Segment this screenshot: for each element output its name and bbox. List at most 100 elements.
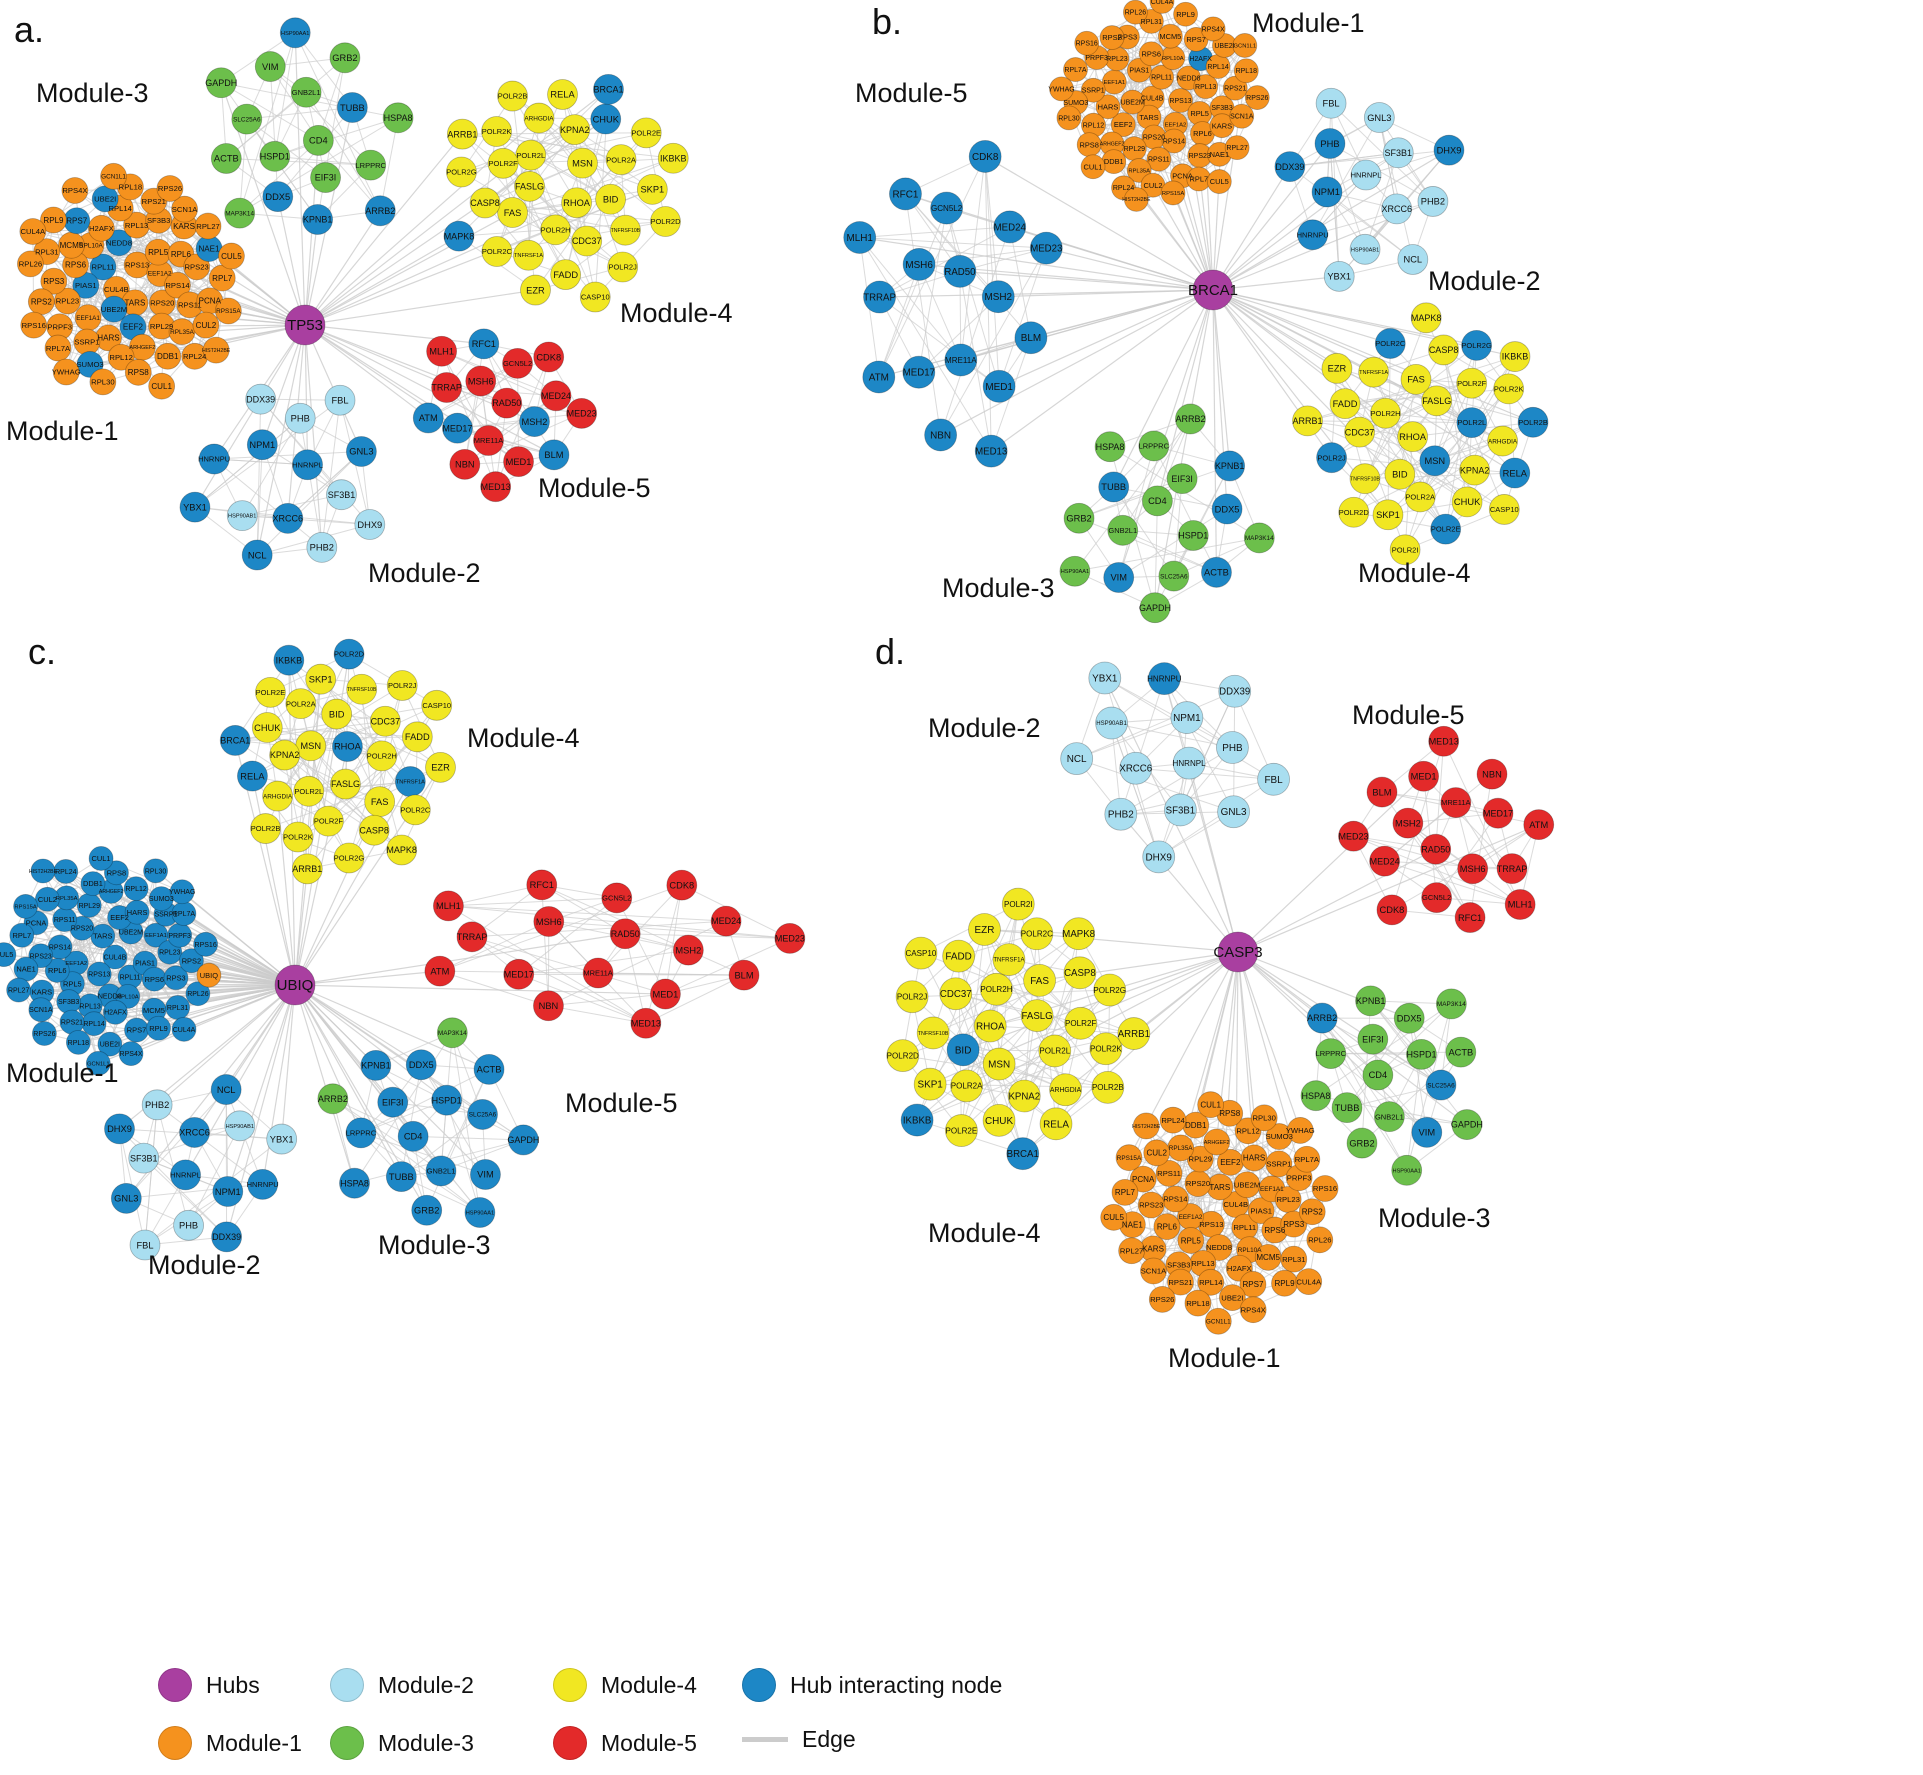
edge (1234, 691, 1275, 780)
module-label-module-2: Module-2 (1428, 266, 1541, 296)
node-label: RPS2 (1302, 1208, 1324, 1217)
hub-edge (294, 933, 626, 986)
node-sf3b1 (1382, 137, 1414, 169)
node-label: RPS8 (128, 368, 150, 377)
node-cdk8 (533, 341, 565, 373)
node-rhoa (973, 1009, 1007, 1043)
edge (496, 131, 611, 200)
node-med23 (1338, 820, 1369, 852)
edge (1104, 677, 1233, 748)
node-label: POLR2H (1370, 409, 1400, 418)
node-polr2i (1001, 887, 1035, 921)
node-label: RPL31 (1141, 19, 1163, 26)
node-label: GRB2 (332, 53, 357, 63)
node-label: CDK8 (972, 152, 999, 163)
node-label: MED23 (775, 934, 805, 944)
node-arrb2 (1175, 403, 1206, 435)
node-label: H2AFX (1227, 1264, 1252, 1273)
node-label: HSPA8 (1096, 442, 1125, 452)
node-label: RPS26 (33, 1031, 55, 1038)
node-bid (321, 698, 353, 730)
node-label: RPL29 (1189, 1155, 1212, 1164)
node-label: KPNB1 (1356, 996, 1386, 1006)
node-label: SF3B3 (1167, 1260, 1190, 1269)
node-label: NEDD8 (98, 993, 122, 1000)
node-ube2m (100, 295, 128, 323)
node-ikbkb (273, 644, 305, 676)
node-brca1 (1006, 1137, 1040, 1171)
node-label: EEF1A2 (65, 961, 87, 967)
node-label: NAE1 (199, 244, 221, 253)
edge (220, 82, 319, 141)
node-gnb2l1 (1373, 1101, 1405, 1133)
node-label: HSPA8 (384, 113, 413, 123)
node-pias1 (1247, 1197, 1275, 1225)
edge (448, 884, 542, 907)
node-label: RPS16 (1313, 1184, 1337, 1193)
node-label: CDC37 (940, 989, 972, 1000)
node-label: NBN (455, 460, 475, 470)
node-hspa8 (1094, 431, 1126, 463)
node-label: ARRB2 (1307, 1013, 1337, 1023)
edge (1326, 191, 1414, 260)
node-label: RPL10A (1162, 56, 1184, 62)
node-label: HSPD1 (1178, 531, 1208, 541)
node-hspd1 (1406, 1038, 1437, 1070)
node-label: HSP90AA1 (1393, 1168, 1421, 1174)
node-label: TNFRSF1A (993, 958, 1025, 964)
node-polr2j (1316, 442, 1347, 474)
node-rhoa (1397, 421, 1429, 453)
node-nedd8 (105, 229, 133, 257)
node-label: RPS23 (185, 263, 209, 272)
node-label: BLM (1021, 333, 1041, 344)
node-bid (595, 183, 626, 215)
node-arhgdia (523, 102, 555, 134)
node-label: MLH1 (429, 346, 454, 356)
node-label: SSRP1 (74, 338, 99, 347)
node-label: NPM1 (1173, 713, 1201, 724)
edge (859, 226, 1010, 238)
hub-edge (1237, 951, 1442, 1086)
edge (1122, 418, 1191, 531)
edge (918, 264, 962, 361)
hub-edge (1212, 149, 1450, 291)
legend-item-module-2: Module-2 (330, 1668, 474, 1702)
node-rpl9 (1173, 1, 1198, 27)
edge (879, 226, 1010, 298)
node-label: NEDD8 (1177, 75, 1201, 82)
node-label: RPS11 (1157, 1169, 1181, 1178)
node-rpl26 (1306, 1226, 1334, 1254)
node-npm1 (1311, 176, 1343, 208)
node-npm1 (1170, 701, 1204, 734)
node-label: PIAS1 (75, 281, 97, 290)
node-label: RPL23 (1276, 1195, 1299, 1204)
node-casp10 (579, 281, 611, 313)
node-label: MSH2 (675, 945, 701, 955)
node-label: CD4 (1369, 1070, 1388, 1080)
node-label: IKBKB (276, 655, 303, 665)
node-dhx9 (104, 1113, 135, 1145)
node-label: ARHGEF2 (1100, 142, 1125, 148)
node-label: RPL35A (170, 329, 194, 336)
node-label: MED17 (903, 368, 935, 379)
legend-label: Module-4 (601, 1671, 697, 1698)
node-hnrnpl (292, 449, 323, 481)
node-label: TNFRSF10B (347, 687, 377, 693)
node-grb2 (411, 1194, 443, 1226)
node-label: DDX5 (1397, 1014, 1422, 1024)
node-label: CASP8 (359, 825, 389, 835)
node-hsp90aa1 (279, 17, 311, 49)
edge (1076, 758, 1234, 813)
node-polr2b (1517, 406, 1549, 438)
module-3-swatch (330, 1726, 364, 1760)
hub-edge (304, 188, 653, 326)
node-label: HNRNPU (1147, 674, 1182, 683)
node-label: EEF1A1 (76, 315, 100, 322)
node-arhgdia (1487, 425, 1519, 457)
node-label: MSH6 (536, 917, 562, 927)
node-med1 (650, 978, 681, 1010)
node-label: TRRAP (1497, 864, 1528, 874)
node-label: BLM (544, 450, 563, 460)
node-med13 (1428, 725, 1460, 757)
node-msn (567, 147, 598, 179)
